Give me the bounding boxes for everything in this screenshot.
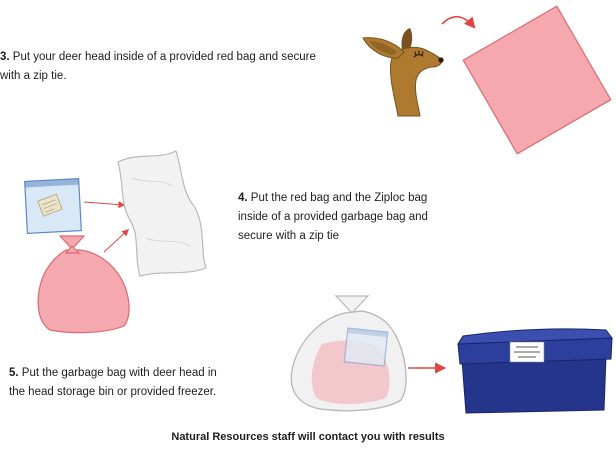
step-3-line-1: 3. Put your deer head inside of a provid… (0, 48, 316, 67)
arrow-icon (104, 230, 128, 252)
step-5-text-2: the head storage bin or provided freezer… (9, 383, 217, 402)
step-4-text-2: inside of a provided garbage bag and (238, 208, 428, 227)
garbage-bag-body (118, 151, 206, 276)
step-4-text-3: secure with a zip tie (238, 227, 428, 246)
step-5-number: 5. (9, 367, 19, 379)
step-4-instructions: 4. Put the red bag and the Ziploc bag in… (238, 189, 428, 246)
step-3-text-1: Put your deer head inside of a provided … (13, 51, 316, 63)
step-5-instructions: 5. Put the garbage bag with deer head in… (9, 364, 217, 402)
red-bag-icon (463, 6, 611, 154)
step-4-line-1: 4. Put the red bag and the Ziploc bag (238, 189, 428, 208)
step-5-text-1: Put the garbage bag with deer head in (22, 367, 217, 379)
step-5-line-1: 5. Put the garbage bag with deer head in (9, 364, 217, 383)
arrow-icon (84, 202, 124, 205)
filled-garbage-bag-icon (291, 296, 406, 411)
curved-arrow-icon (442, 17, 474, 27)
clear-bag-front (291, 311, 406, 411)
bin-body (462, 356, 606, 413)
step-3-text-2: with a zip tie. (0, 67, 316, 86)
step-4-text-1: Put the red bag and the Ziploc bag (251, 192, 427, 204)
garbage-bag-icon (118, 151, 206, 276)
step-4-number: 4. (238, 192, 248, 204)
ziploc-bag-icon (25, 179, 82, 234)
clear-bag-tie (336, 296, 368, 313)
step-3-instructions: 3. Put your deer head inside of a provid… (0, 48, 316, 86)
results-notice: Natural Resources staff will contact you… (0, 428, 616, 447)
step-3-number: 3. (0, 51, 10, 63)
red-bag-with-deer-icon (38, 236, 129, 333)
storage-bin-icon (458, 329, 612, 413)
deer-head-icon (363, 28, 444, 116)
